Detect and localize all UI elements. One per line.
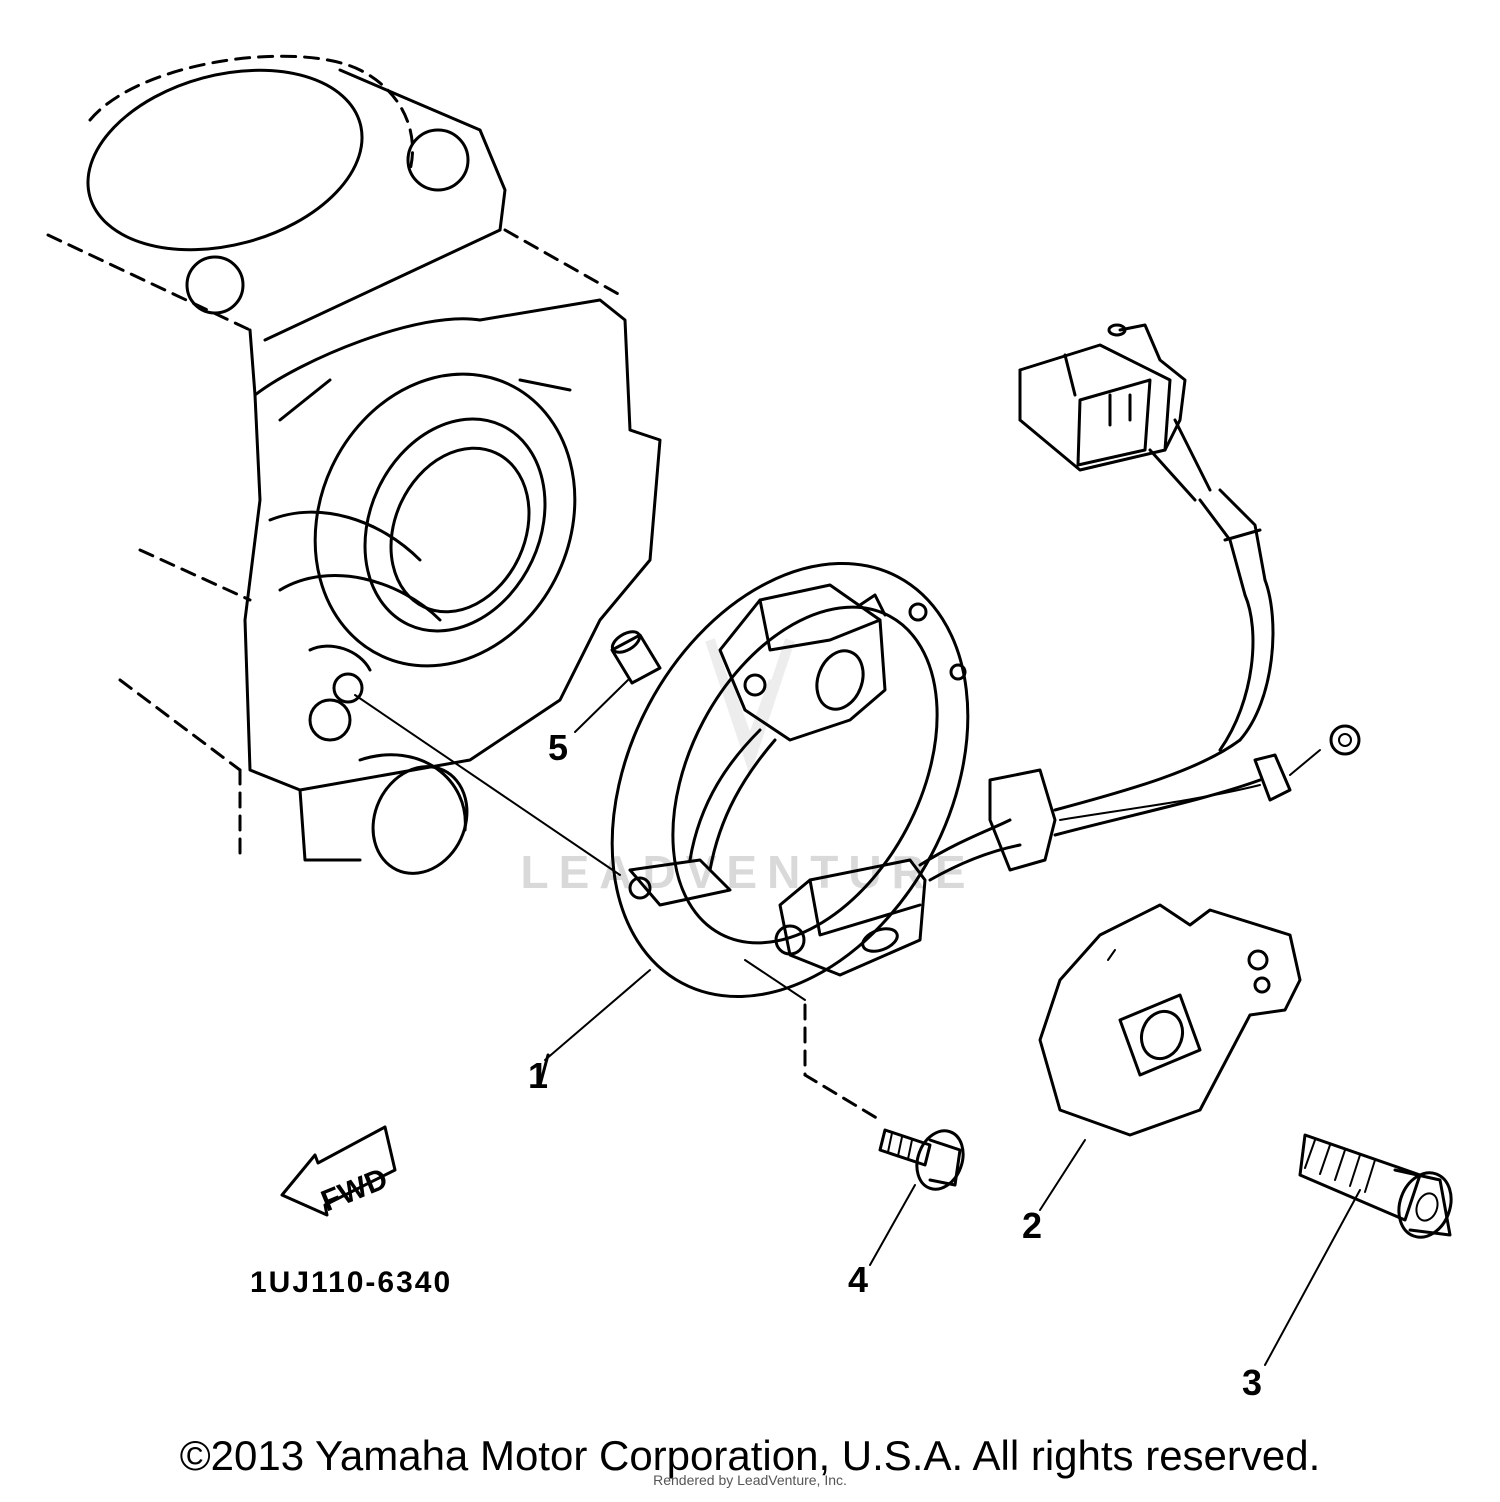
- leader-5: [574, 679, 629, 733]
- part-3-bolt: 3: [1242, 1133, 1453, 1403]
- leader-1: [544, 969, 651, 1061]
- callout-1: 1: [528, 1055, 548, 1096]
- callout-3: 3: [1242, 1362, 1262, 1403]
- rendered-by-notice: Rendered by LeadVenture, Inc.: [653, 1472, 847, 1488]
- dashed-screw-path: [803, 1003, 882, 1122]
- callout-5: 5: [548, 727, 568, 768]
- leader-2: [1039, 1139, 1086, 1211]
- fwd-direction-arrow: FWD: [280, 1125, 397, 1218]
- callout-2: 2: [1022, 1205, 1042, 1246]
- leader-screw-mount: [744, 959, 806, 1001]
- diagram-part-number: 1UJ110-6340: [250, 1266, 452, 1299]
- part-2-plate: 2: [1022, 903, 1302, 1246]
- engine-crankcase: [46, 54, 662, 875]
- part-5-dowel-pin: 5: [548, 630, 662, 768]
- callout-1-stroke: [538, 1053, 550, 1087]
- leader-3: [1264, 1189, 1361, 1366]
- fwd-label: FWD: [317, 1162, 393, 1218]
- copyright-notice: ©2013 Yamaha Motor Corporation, U.S.A. A…: [179, 1432, 1321, 1479]
- leader-stator-mount: [354, 694, 621, 876]
- leader-4: [869, 1184, 916, 1266]
- part-1-stator-assembly: 1: [528, 323, 1361, 1096]
- part-4-screw: 4: [848, 1128, 965, 1300]
- callout-4: 4: [848, 1259, 868, 1300]
